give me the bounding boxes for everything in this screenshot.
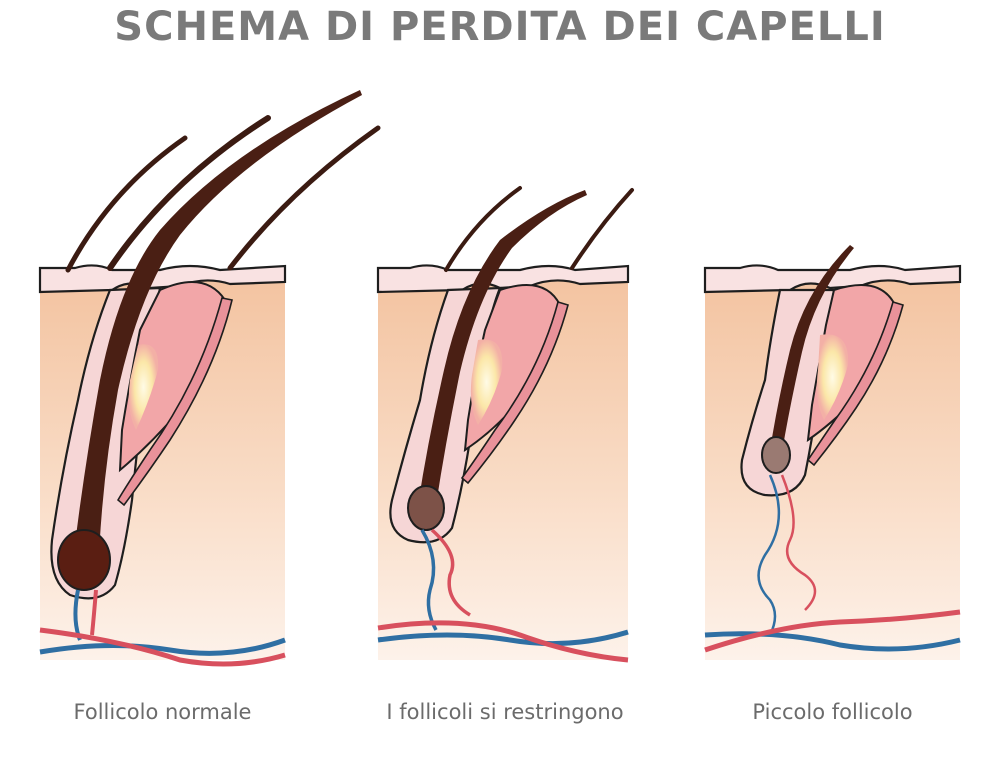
blood-vessel-artery [780, 474, 817, 611]
hair-strand [107, 115, 271, 271]
hair-strand [570, 188, 634, 270]
gland-core [470, 339, 503, 425]
blood-vessel-artery [704, 609, 961, 653]
blood-vessel-artery [377, 620, 629, 663]
blood-vessel-vein [757, 474, 781, 636]
stage-shrinking-follicles [376, 186, 634, 663]
blood-vessel-artery [90, 589, 98, 636]
blood-vessel-vein [39, 637, 286, 656]
hair-strand [65, 135, 188, 273]
blood-vessel-vein [377, 629, 629, 647]
hair-shaft [770, 245, 854, 452]
arrector-muscle [460, 300, 569, 485]
caption-small-follicle: Piccolo follicolo [752, 700, 913, 724]
blood-vessel-artery [430, 528, 471, 617]
caption-normal-follicle: Follicolo normale [73, 700, 252, 724]
gland-core [128, 344, 159, 430]
blood-vessel-artery [39, 627, 286, 667]
caption-shrinking-follicles: I follicoli si restringono [386, 700, 624, 724]
blood-vessel-vein [704, 631, 961, 652]
hair-strand [227, 125, 381, 271]
hair-bulb [761, 436, 791, 474]
stage-small-follicle [703, 245, 962, 660]
arrector-muscle [806, 301, 904, 467]
stage-normal-follicle [38, 90, 381, 667]
gland-core [816, 334, 849, 420]
epidermis [703, 264, 962, 294]
arrector-muscle [116, 297, 233, 507]
blood-vessel-vein [420, 529, 438, 631]
hair-bulb [407, 485, 445, 531]
hair-bulb [57, 529, 111, 591]
hair-shaft [418, 190, 587, 505]
page-title: SCHEMA DI PERDITA DEI CAPELLI [114, 4, 886, 50]
hair-strand [444, 186, 522, 272]
